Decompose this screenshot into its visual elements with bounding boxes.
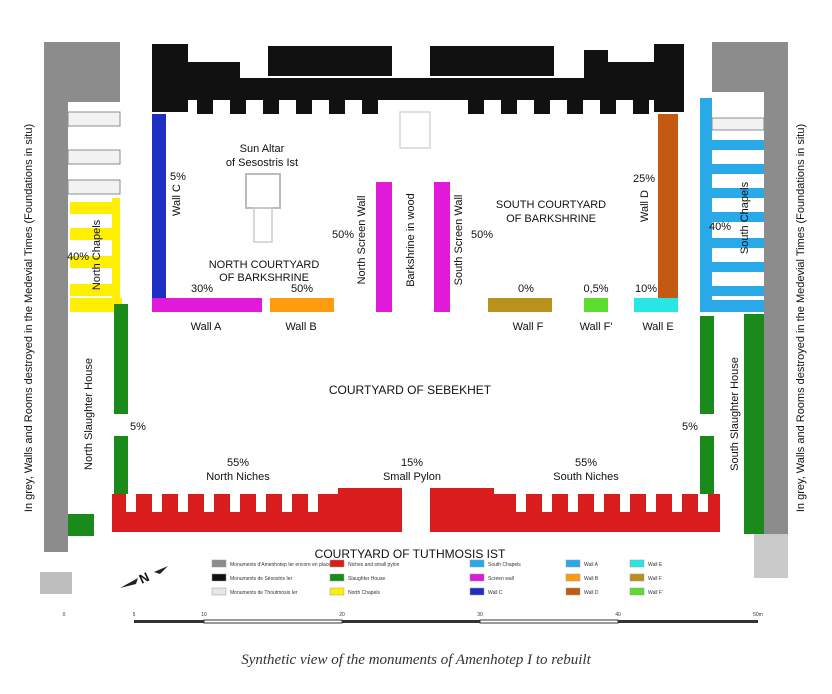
pct-wall-f2: 0,5%: [583, 283, 608, 295]
label-sun-altar-1: Sun Altar: [240, 143, 285, 155]
label-north-courtyard-2: OF BARKSHRINE: [219, 272, 309, 284]
legend-swatch: [629, 587, 645, 596]
scale-label: 40: [615, 612, 621, 618]
sun-altar-plan: [245, 111, 431, 243]
pct-north-chapels: 40%: [67, 251, 89, 263]
label-wall-c: Wall C: [171, 184, 183, 216]
legend-swatch: [469, 559, 485, 568]
legend-swatch: [469, 587, 485, 596]
scale-label: 30: [477, 612, 483, 618]
legend-swatch: [565, 587, 581, 596]
label-north-niches: North Niches: [206, 471, 270, 483]
label-north-screen: North Screen Wall: [356, 196, 368, 285]
south-chapels-plan: [700, 98, 765, 312]
legend: Monuments d'Amenhotep Ier encore en plac…: [211, 559, 663, 596]
pct-north-slaughter: 5%: [130, 421, 146, 433]
legend-label: Wall B: [584, 576, 599, 582]
legend-label: Wall A: [584, 562, 599, 568]
label-wall-f2: Wall F': [580, 321, 613, 333]
scale-label: 10: [201, 612, 207, 618]
label-south-chapels: South Chapels: [739, 181, 751, 254]
side-label-right: In grey, Walls and Rooms destroyed in th…: [795, 124, 807, 512]
legend-swatch: [211, 587, 227, 596]
plan-percentages: 5% 30% 50% 50% 50% 0% 0,5% 25% 10% 40% 4…: [67, 171, 731, 469]
label-north-chapels: North Chapels: [91, 219, 103, 290]
scale-label: 5: [133, 612, 136, 618]
pct-wall-b: 50%: [291, 283, 313, 295]
pct-small-pylon: 15%: [401, 457, 423, 469]
legend-swatch: [329, 587, 345, 596]
label-north-slaughter: North Slaughter House: [83, 358, 95, 470]
legend-swatch: [565, 573, 581, 582]
pct-north-screen: 50%: [332, 229, 354, 241]
scale-label: 50m: [753, 612, 763, 618]
legend-label: Monuments d'Amenhotep Ier encore en plac…: [230, 562, 331, 568]
pct-wall-d: 25%: [633, 173, 655, 185]
legend-label: Niches and small pylon: [348, 562, 400, 568]
colored-walls: [152, 114, 678, 312]
legend-swatch: [329, 559, 345, 568]
label-sun-altar-2: of Sesostris Ist: [226, 157, 298, 169]
label-south-screen: South Screen Wall: [453, 195, 465, 286]
legend-swatch: [329, 573, 345, 582]
label-south-slaughter: South Slaughter House: [729, 357, 741, 471]
scale-label: 0: [63, 612, 66, 618]
pct-wall-a: 30%: [191, 283, 213, 295]
pct-south-niches: 55%: [575, 457, 597, 469]
legend-label: Wall D: [584, 590, 599, 596]
scale-label: 20: [339, 612, 345, 618]
legend-label: Wall F: [648, 576, 662, 582]
pct-wall-c: 5%: [170, 171, 186, 183]
legend-label: Monuments de Thoutmosis Ier: [230, 590, 298, 596]
north-chapels-plan: [67, 111, 122, 312]
label-wall-e: Wall E: [642, 321, 673, 333]
scale-labels: 0 5 10 20 30 40 50m: [63, 612, 763, 618]
legend-swatch: [211, 559, 227, 568]
legend-label: Monuments de Sésostris Ier: [230, 576, 293, 582]
label-wall-d: Wall D: [639, 190, 651, 222]
legend-swatch: [469, 573, 485, 582]
legend-swatch: [565, 559, 581, 568]
scale-bar: [134, 619, 758, 624]
legend-label: Wall F': [648, 590, 663, 596]
label-wall-a: Wall A: [191, 321, 222, 333]
north-arrow-letter: N: [137, 569, 152, 587]
label-tuthmosis: COURTYARD OF TUTHMOSIS IST: [315, 547, 506, 561]
north-arrow: [120, 566, 168, 588]
legend-swatch: [629, 559, 645, 568]
plan-labels: TEMPLE OF SESOSTRIS IST Sun Altar of Ses…: [23, 83, 807, 587]
temple-of-sesostris-plan: [152, 44, 684, 114]
grey-walls: [40, 42, 788, 594]
label-temple: TEMPLE OF SESOSTRIS IST: [336, 83, 485, 95]
label-wall-f: Wall F: [513, 321, 544, 333]
niches-and-pylon-plan: [112, 488, 720, 532]
legend-label: South Chapels: [488, 562, 521, 568]
pct-south-slaughter: 5%: [682, 421, 698, 433]
pct-south-screen: 50%: [471, 229, 493, 241]
pct-south-chapels: 40%: [709, 221, 731, 233]
legend-label: North Chapels: [348, 590, 380, 596]
legend-label: Screen wall: [488, 576, 514, 582]
side-label-left: In grey, Walls and Rooms destroyed in th…: [23, 124, 35, 512]
label-north-courtyard-1: NORTH COURTYARD: [209, 259, 320, 271]
legend-swatch: [211, 573, 227, 582]
label-barkshrine: Barkshrine in wood: [405, 193, 417, 287]
label-south-courtyard-1: SOUTH COURTYARD: [496, 199, 606, 211]
slaughter-houses-plan: [68, 304, 764, 536]
pct-wall-f: 0%: [518, 283, 534, 295]
legend-label: Wall C: [488, 590, 503, 596]
legend-label: Slaughter House: [348, 576, 385, 582]
legend-swatch: [629, 573, 645, 582]
label-south-courtyard-2: OF BARKSHRINE: [506, 213, 596, 225]
caption: Synthetic view of the monuments of Amenh…: [241, 652, 591, 668]
label-sebekhet: COURTYARD OF SEBEKHET: [329, 383, 492, 397]
label-wall-b: Wall B: [285, 321, 316, 333]
legend-label: Wall E: [648, 562, 663, 568]
pct-north-niches: 55%: [227, 457, 249, 469]
label-small-pylon: Small Pylon: [383, 471, 441, 483]
pct-wall-e: 10%: [635, 283, 657, 295]
label-south-niches: South Niches: [553, 471, 619, 483]
